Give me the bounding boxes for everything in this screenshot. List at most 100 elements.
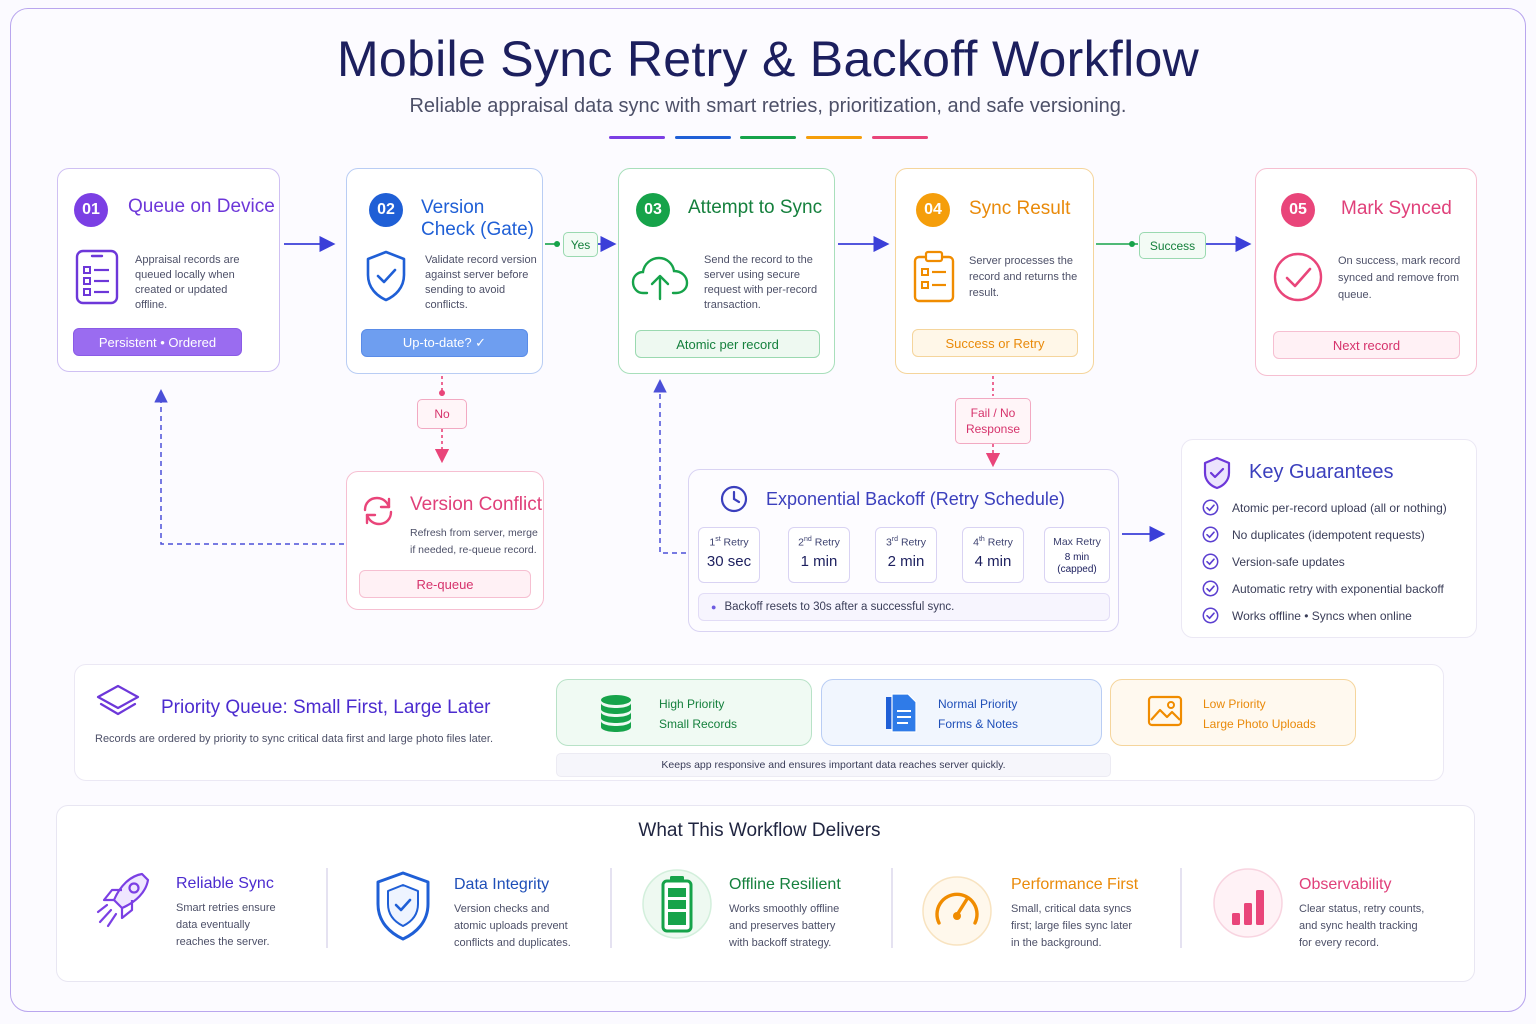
guarantee-text: Automatic retry with exponential backoff [1232,581,1444,596]
key-guarantees-card: Key Guarantees [1181,439,1477,638]
yes-tag: Yes [563,232,598,257]
priority-name: Low Priority [1203,697,1266,711]
priority-sub: Forms & Notes [938,717,1019,731]
step-description: Server processes the record and returns … [969,255,1078,299]
page-title: Mobile Sync Retry & Backoff Workflow [336,31,1200,87]
priority-description: Records are ordered by priority to sync … [95,733,494,745]
no-tag: No [417,399,467,429]
priority-name: Normal Priority [938,697,1018,711]
check-circle-icon [1202,526,1219,543]
delivers-item-title: Observability [1299,876,1392,893]
retry-2-label: 2nd Retry [798,536,840,549]
step-description: Appraisal records are queued locally whe… [135,254,240,311]
fail-no-response-tag: Fail / No Response [955,398,1031,444]
step-number: 02 [369,193,403,227]
success-tag: Success [1139,232,1206,259]
success-or-retry-pill: Success or Retry [912,329,1078,357]
priority-sub: Large Photo Uploads [1203,717,1316,731]
document-icon [886,693,917,733]
next-record-pill: Next record [1273,331,1460,359]
priority-name: High Priority [659,697,725,711]
retry-2-value: 1 min [800,552,838,570]
retry-max-value: 8 min (capped) [1057,552,1097,575]
guarantee-item: Automatic retry with exponential backoff [1202,580,1444,597]
guarantee-item: Atomic per-record upload (all or nothing… [1202,499,1447,516]
refresh-icon [363,496,393,526]
guarantee-text: Atomic per-record upload (all or nothing… [1232,500,1447,515]
check-circle-icon [1202,499,1219,516]
page-subtitle: Reliable appraisal data sync with smart … [409,95,1127,117]
step-description: On success, mark record synced and remov… [1338,255,1461,301]
delivers-title: What This Workflow Delivers [638,820,881,841]
delivers-item-title: Reliable Sync [176,875,274,892]
cloud-upload-icon [631,256,689,301]
step-queue-on-device: 01 Queue on Device Appraisal records are… [57,168,280,372]
guarantee-text: No duplicates (idempotent requests) [1232,527,1425,542]
layers-icon [96,684,140,716]
divider [891,868,893,948]
conflict-description: Refresh from server, merge if needed, re… [410,527,538,556]
image-icon [1147,695,1183,727]
retry-3-box: 3rd Retry 2 min [875,527,937,583]
step-mark-synced: 05 Mark Synced On success, mark record s… [1255,168,1477,376]
up-to-date-pill: Up-to-date? ✓ [361,329,528,357]
backoff-note: ●Backoff resets to 30s after a successfu… [698,593,1110,621]
retry-3-label: 3rd Retry [885,536,927,549]
delivers-item-desc: Smart retries ensure data eventually rea… [176,902,276,948]
checklist-phone-icon [75,249,119,305]
retry-1-value: 30 sec [706,552,752,570]
step-description: Send the record to the server using secu… [704,254,818,311]
retry-max-box: Max Retry 8 min (capped) [1044,527,1110,583]
shield-check-icon [366,250,406,302]
backoff-title: Exponential Backoff (Retry Schedule) [766,489,1065,509]
priority-note: Keeps app responsive and ensures importa… [556,753,1111,777]
version-conflict-card: Version Conflict Refresh from server, me… [346,471,544,610]
retry-3-value: 2 min [887,552,925,570]
clock-icon [720,485,748,513]
shield-check-icon [1203,456,1231,490]
delivers-item-desc: Clear status, retry counts, and sync hea… [1299,903,1425,949]
priority-sub: Small Records [659,717,738,731]
divider [610,868,612,948]
step-title: Version Check (Gate) [421,197,534,240]
retry-max-label: Max Retry [1053,536,1101,548]
priority-normal: Normal Priority Forms & Notes [821,679,1102,746]
speedometer-icon [922,876,992,946]
title-underline-pink [872,136,928,139]
priority-title: Priority Queue: Small First, Large Later [161,697,491,718]
check-circle-icon [1273,252,1323,302]
step-number: 04 [916,193,950,227]
guarantee-item: Version-safe updates [1202,553,1345,570]
step-sync-result: 04 Sync Result Server processes the reco… [895,168,1094,374]
battery-icon [642,869,712,939]
retry-1-label: 1st Retry [709,536,749,549]
bullet-dot: ● [711,602,717,612]
delivers-item-title: Performance First [1011,876,1139,893]
step-description: Validate record version against server b… [425,254,537,311]
guarantee-text: Version-safe updates [1232,554,1345,569]
retry-4-value: 4 min [974,552,1012,570]
delivers-item-desc: Small, critical data syncs first; large … [1011,903,1133,949]
title-underline-purple [609,136,665,139]
divider [326,868,328,948]
check-circle-icon [1202,553,1219,570]
guarantee-item: No duplicates (idempotent requests) [1202,526,1425,543]
delivers-item-desc: Version checks and atomic uploads preven… [454,903,571,949]
step-title: Attempt to Sync [688,197,823,218]
conflict-title: Version Conflict [410,494,543,515]
check-circle-icon [1202,580,1219,597]
rocket-icon [96,872,150,928]
title-underline-green [740,136,796,139]
database-icon [601,695,631,732]
delivers-item-title: Data Integrity [454,876,550,893]
step-title: Sync Result [969,198,1071,219]
delivers-item-title: Offline Resilient [729,876,841,893]
divider [1180,868,1182,948]
step-number: 01 [74,193,108,227]
atomic-per-record-pill: Atomic per record [635,330,820,358]
re-queue-pill: Re-queue [359,570,531,598]
retry-4-box: 4th Retry 4 min [962,527,1024,583]
step-attempt-to-sync: 03 Attempt to Sync Send the record to th… [618,168,835,374]
priority-high: High Priority Small Records [556,679,812,746]
title-underline-blue [675,136,731,139]
